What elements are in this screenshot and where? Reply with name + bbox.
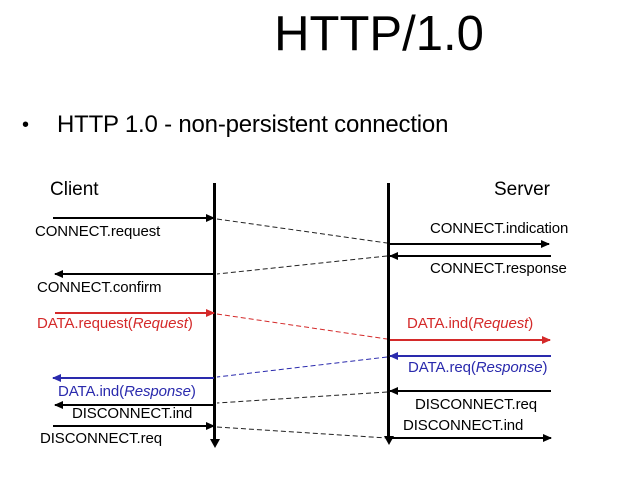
connect-request-arrow: [53, 214, 215, 222]
label-text: DATA.req(: [408, 359, 476, 376]
label-text: DATA.ind(: [58, 383, 125, 400]
bullet-marker-icon: •: [22, 114, 30, 136]
label-text: DATA.request(: [37, 315, 133, 332]
link-disconnect-server-to-client: [216, 391, 388, 404]
arrowhead-left-icon: [389, 352, 398, 360]
label-text: ): [187, 315, 193, 332]
connect-request-label: CONNECT.request: [35, 223, 161, 240]
data-ind-request-arrow: [390, 336, 551, 344]
timeline-arrowhead-icon: [383, 436, 394, 445]
disconnect-ind-client-arrow: [54, 401, 214, 409]
link-data-request: [216, 313, 388, 340]
label-text: DATA.ind(: [407, 315, 474, 332]
bullet-text: HTTP 1.0 - non-persistent connection: [57, 111, 449, 138]
disconnect-ind-client-label: DISCONNECT.ind: [72, 405, 193, 422]
disconnect-ind-server-label: DISCONNECT.ind: [403, 417, 524, 434]
link-connect-request-indication: [216, 218, 388, 244]
data-request-label: DATA.request(Request): [37, 316, 193, 332]
label-text: ): [542, 359, 548, 376]
link-connect-response-confirm: [216, 255, 388, 275]
connect-indication-label: CONNECT.indication: [430, 220, 569, 237]
server-timeline: [383, 183, 394, 445]
arrowhead-left-icon: [54, 270, 63, 278]
data-ind-response-label: DATA.ind(Response): [58, 384, 196, 400]
arrowhead-left-icon: [54, 401, 63, 409]
client-label: Client: [50, 179, 99, 200]
data-req-response-label: DATA.req(Response): [408, 360, 547, 376]
arrowhead-right-icon: [542, 336, 551, 344]
arrowhead-left-icon: [389, 387, 398, 395]
server-label: Server: [494, 179, 550, 200]
label-text: ): [190, 383, 196, 400]
label-arg: Response: [475, 359, 543, 376]
arrowhead-right-icon: [541, 240, 550, 248]
data-request-arrow: [55, 309, 215, 317]
link-data-response: [216, 356, 388, 378]
connect-indication-arrow: [390, 240, 550, 248]
timeline-arrowhead-icon: [209, 439, 220, 448]
data-ind-response-arrow: [52, 374, 214, 382]
data-req-response-arrow: [389, 352, 551, 360]
connect-response-label: CONNECT.response: [430, 260, 567, 277]
label-text: ): [528, 315, 534, 332]
label-arg: Request: [473, 315, 529, 332]
arrowhead-left-icon: [52, 374, 61, 382]
link-disconnect-client-to-server: [216, 426, 388, 439]
arrowhead-right-icon: [206, 214, 215, 222]
arrowhead-right-icon: [206, 422, 215, 430]
connect-response-arrow: [389, 252, 551, 260]
connect-confirm-arrow: [54, 270, 215, 278]
disconnect-req-client-arrow: [53, 422, 215, 430]
disconnect-req-client-label: DISCONNECT.req: [40, 430, 162, 447]
disconnect-ind-server-arrow: [390, 434, 552, 442]
disconnect-req-server-arrow: [389, 387, 551, 395]
connect-confirm-label: CONNECT.confirm: [37, 279, 162, 296]
arrowhead-right-icon: [206, 309, 215, 317]
arrowhead-right-icon: [543, 434, 552, 442]
disconnect-req-server-label: DISCONNECT.req: [415, 396, 537, 413]
label-arg: Request: [132, 315, 188, 332]
data-ind-request-label: DATA.ind(Request): [407, 316, 533, 332]
page-title: HTTP/1.0: [274, 7, 484, 61]
arrowhead-left-icon: [389, 252, 398, 260]
label-arg: Response: [124, 383, 191, 400]
